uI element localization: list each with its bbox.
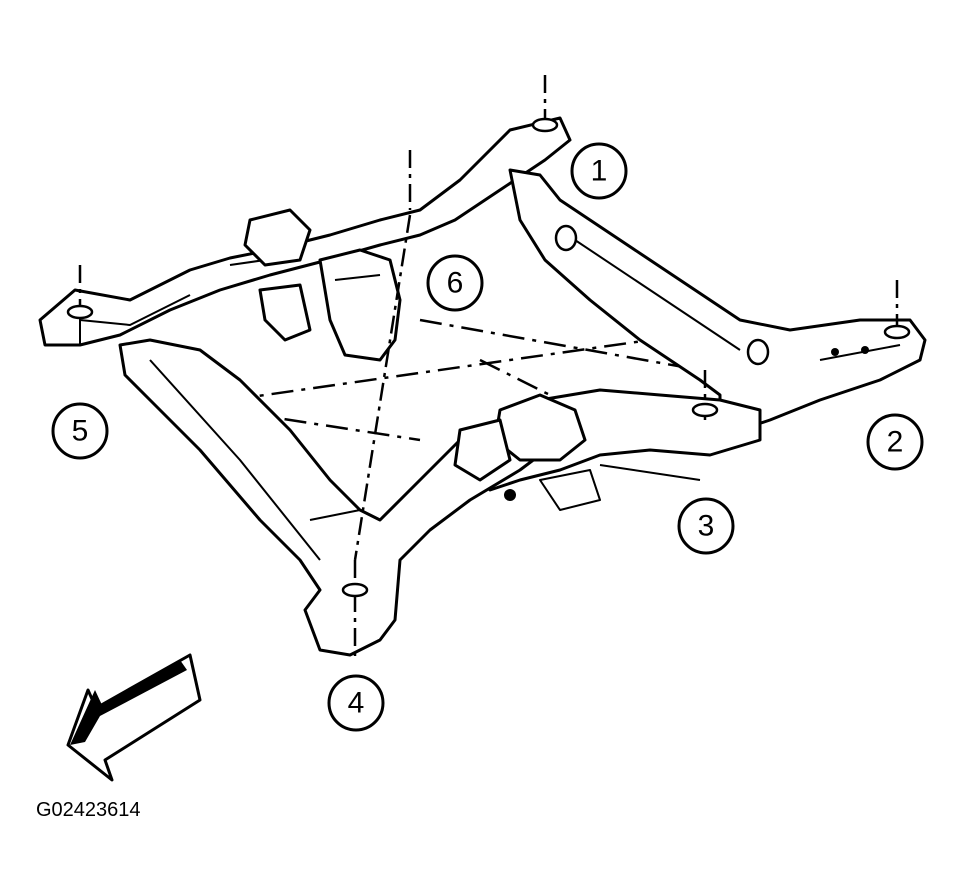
callout-1: 1 [570, 142, 628, 200]
callout-5: 5 [51, 402, 109, 460]
callout-4: 4 [327, 674, 385, 732]
front-direction-arrow-icon [66, 653, 202, 782]
bolt-axis-lines [78, 75, 899, 660]
callout-2: 2 [866, 413, 924, 471]
left-lower-rail [118, 338, 562, 657]
right-side-rail [508, 168, 927, 432]
callout-3: 3 [677, 497, 735, 555]
front-mount-brackets [453, 393, 587, 501]
svg-text:3: 3 [698, 510, 715, 543]
svg-text:5: 5 [72, 415, 89, 448]
callout-6: 6 [426, 254, 484, 312]
svg-text:6: 6 [447, 267, 464, 300]
svg-text:2: 2 [887, 426, 904, 459]
svg-text:1: 1 [591, 155, 608, 188]
center-mount-bracket [243, 208, 402, 362]
svg-text:4: 4 [348, 687, 365, 720]
figure-id: G02423614 [36, 799, 141, 821]
mount-holes [66, 117, 911, 598]
